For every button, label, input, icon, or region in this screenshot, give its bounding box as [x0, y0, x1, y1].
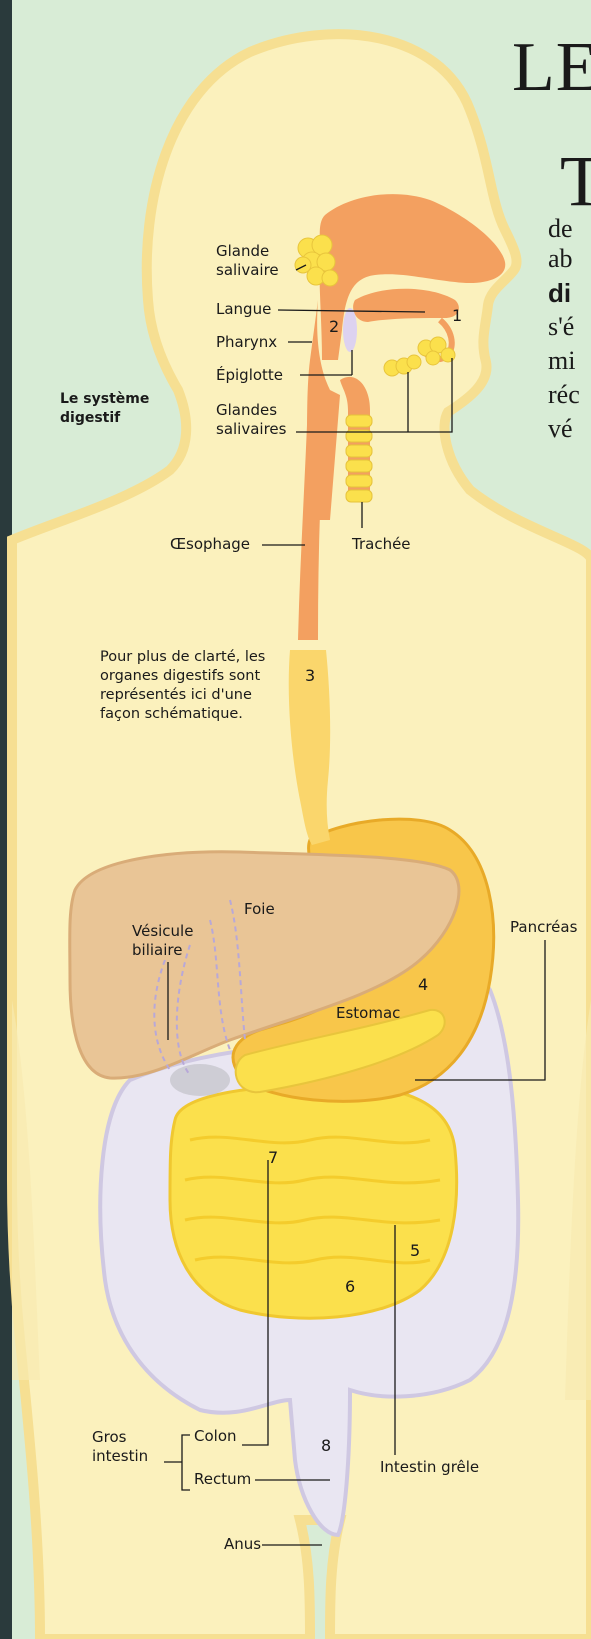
label-pharynx: Pharynx [216, 333, 277, 352]
label-gros-intestin: Gros intestin [92, 1428, 162, 1466]
label-trachee: Trachée [352, 535, 411, 554]
marker-3: 3 [305, 666, 315, 685]
label-oesophage: Œsophage [170, 535, 250, 554]
diagram-note: Pour plus de clarté, les organes digesti… [100, 648, 280, 724]
label-estomac: Estomac [336, 1004, 400, 1023]
body-text-fragment: réc [548, 380, 580, 410]
marker-5: 5 [410, 1241, 420, 1260]
label-intestin-grele: Intestin grêle [380, 1458, 479, 1477]
epiglottis [343, 308, 357, 352]
diagram-caption: Le système digestif [60, 390, 180, 428]
gallbladder [170, 1064, 230, 1096]
marker-7: 7 [268, 1148, 278, 1167]
body-text-fragment: vé [548, 414, 573, 444]
label-anus: Anus [224, 1535, 261, 1554]
label-glande-salivaire: Glande salivaire [216, 242, 296, 280]
small-intestine [170, 1085, 457, 1318]
dropcap-letter: T [560, 140, 591, 223]
label-colon: Colon [194, 1427, 237, 1446]
label-rectum: Rectum [194, 1470, 251, 1489]
label-epiglotte: Épiglotte [216, 366, 283, 385]
marker-2: 2 [329, 317, 339, 336]
marker-6: 6 [345, 1277, 355, 1296]
label-vesicule-biliaire: Vésicule biliaire [132, 922, 212, 960]
label-langue: Langue [216, 300, 271, 319]
label-pancreas: Pancréas [510, 918, 577, 937]
body-text-fragment: de [548, 214, 573, 244]
body-text-fragment: di [548, 278, 571, 308]
body-text-fragment: mi [548, 346, 575, 376]
body-text-fragment: ab [548, 244, 573, 274]
marker-8: 8 [321, 1436, 331, 1455]
label-foie: Foie [244, 900, 275, 919]
label-glandes-salivaires: Glandes salivaires [216, 401, 296, 439]
body-text-fragment: s'é [548, 312, 574, 342]
marker-4: 4 [418, 975, 428, 994]
page-title-fragment: LE [512, 28, 591, 108]
marker-1: 1 [452, 306, 462, 325]
